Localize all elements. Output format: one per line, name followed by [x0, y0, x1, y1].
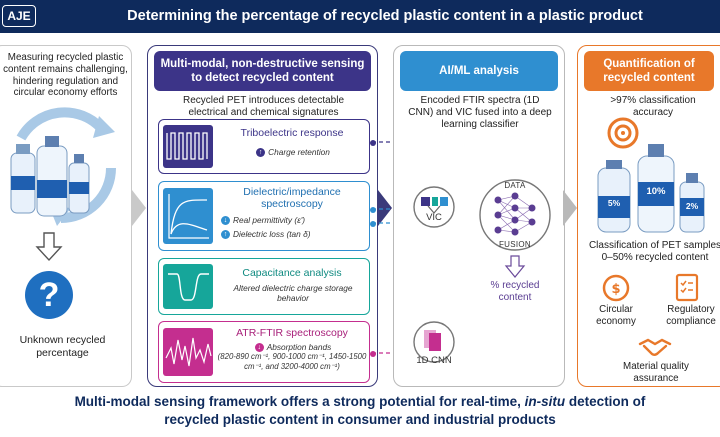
- question-mark: ?: [38, 276, 60, 314]
- recycle-bottles-icon: [10, 107, 116, 226]
- atr-ftir-bullet-text: Absorption bands: [266, 342, 332, 352]
- dielectric-card: Dielectric/impedance spectroscopy ↓Real …: [158, 181, 370, 251]
- chevron-2: [378, 190, 392, 226]
- up-arrow-icon: ↑: [221, 230, 230, 240]
- checklist-icon: [675, 273, 699, 302]
- triboelectric-bullet-text: Charge retention: [268, 147, 330, 157]
- sensing-title: Multi-modal, non-destructive sensing to …: [154, 51, 371, 91]
- atr-ftir-title: ATR-FTIR spectroscopy: [236, 327, 348, 339]
- target-icon: [607, 117, 639, 149]
- atr-ftir-card: ATR-FTIR spectroscopy ↓Absorption bands …: [158, 321, 370, 383]
- ai-title: AI/ML analysis: [400, 51, 558, 91]
- benefit-circular-economy: Circular economy: [596, 304, 636, 327]
- dielectric-bullet-2: ↑Dielectric loss (tan δ): [221, 229, 365, 240]
- vic-label: VIC: [426, 212, 442, 223]
- neural-network-icon: [479, 179, 551, 251]
- question-circle-icon: [25, 271, 73, 319]
- down-arrow-icon: ↓: [221, 216, 230, 226]
- benefit-regulatory-compliance: Regulatory compliance: [666, 304, 716, 327]
- unknown-label: Unknown recycled percentage: [19, 334, 106, 359]
- triboelectric-title: Triboelectric response: [240, 127, 344, 139]
- cnn-label: 1D CNN: [416, 355, 452, 366]
- problem-panel: Measuring recycled plastic content remai…: [0, 45, 132, 387]
- bottle-label-2: 2%: [685, 201, 699, 211]
- sensing-intro: Recycled PET introduces detectable elect…: [182, 95, 344, 118]
- footer-line-1a: Multi-modal sensing framework offers a s…: [74, 394, 521, 409]
- fusion-label: FUSION: [498, 240, 532, 249]
- footer-line-1: Multi-modal sensing framework offers a s…: [0, 393, 720, 411]
- footer-line-2: recycled plastic content in consumer and…: [164, 412, 556, 428]
- chevron-3: [563, 190, 577, 226]
- dielectric-bullet-1-text: Real permittivity (ε'): [233, 215, 306, 225]
- triboelectric-waveform-icon: [163, 125, 213, 168]
- accuracy-text: >97% classification accuracy: [610, 95, 696, 118]
- chevron-1: [132, 190, 146, 226]
- capacitance-curve-icon: [163, 264, 213, 309]
- bottle-label-5: 5%: [607, 198, 621, 208]
- quantification-panel: Quantification of recycled content >97% …: [577, 45, 720, 387]
- capacitance-text: Altered dielectric charge storage behavi…: [233, 283, 353, 304]
- cnn-circle-icon: [413, 321, 455, 363]
- vic-circle-icon: [413, 186, 455, 228]
- footer-line-1b: detection of: [568, 394, 646, 409]
- dielectric-bullet-2-text: Dielectric loss (tan δ): [233, 229, 311, 239]
- dollar-icon: $: [602, 274, 630, 302]
- footer-summary: Multi-modal sensing framework offers a s…: [0, 393, 720, 429]
- recycled-content-output: % recycled content: [490, 280, 540, 303]
- journal-logo: AJE: [2, 5, 36, 27]
- svg-text:$: $: [611, 282, 620, 297]
- up-arrow-icon: ↑: [256, 148, 266, 158]
- down-arrow-icon: ↓: [254, 343, 264, 353]
- benefit-material-quality: Material quality assurance: [623, 361, 689, 384]
- ai-description: Encoded FTIR spectra (1D CNN) and VIC fu…: [408, 95, 552, 130]
- triboelectric-card: Triboelectric response ↑Charge retention: [158, 119, 370, 174]
- handshake-icon: [638, 338, 672, 356]
- footer-emphasis: in-situ: [524, 394, 566, 409]
- sensing-panel: Multi-modal, non-destructive sensing to …: [147, 45, 378, 387]
- problem-text: Measuring recycled plastic content remai…: [3, 52, 128, 99]
- header-bar: AJE Determining the percentage of recycl…: [0, 0, 720, 33]
- capacitance-card: Capacitance analysis Altered dielectric …: [158, 258, 370, 315]
- page-title: Determining the percentage of recycled p…: [127, 8, 643, 24]
- dielectric-bullet-1: ↓Real permittivity (ε'): [221, 215, 365, 226]
- triboelectric-bullet: ↑Charge retention: [221, 147, 365, 158]
- ftir-spectrum-icon: [163, 328, 213, 376]
- classification-text: Classification of PET samples 0–50% recy…: [588, 240, 720, 263]
- down-arrow-icon: [504, 255, 526, 278]
- atr-ftir-bands: (820-890 cm⁻¹, 900-1000 cm⁻¹, 1450-1500 …: [217, 352, 367, 371]
- down-arrow-icon: [35, 232, 63, 262]
- data-label: DATA: [504, 181, 526, 190]
- atr-ftir-bullet: ↓Absorption bands: [221, 342, 365, 353]
- dielectric-curve-icon: [163, 188, 213, 244]
- bottle-label-10: 10%: [646, 186, 666, 197]
- percent-bottles-icon: [597, 144, 705, 233]
- capacitance-title: Capacitance analysis: [242, 267, 342, 279]
- dielectric-title: Dielectric/impedance spectroscopy: [243, 186, 341, 211]
- quant-title: Quantification of recycled content: [584, 51, 714, 91]
